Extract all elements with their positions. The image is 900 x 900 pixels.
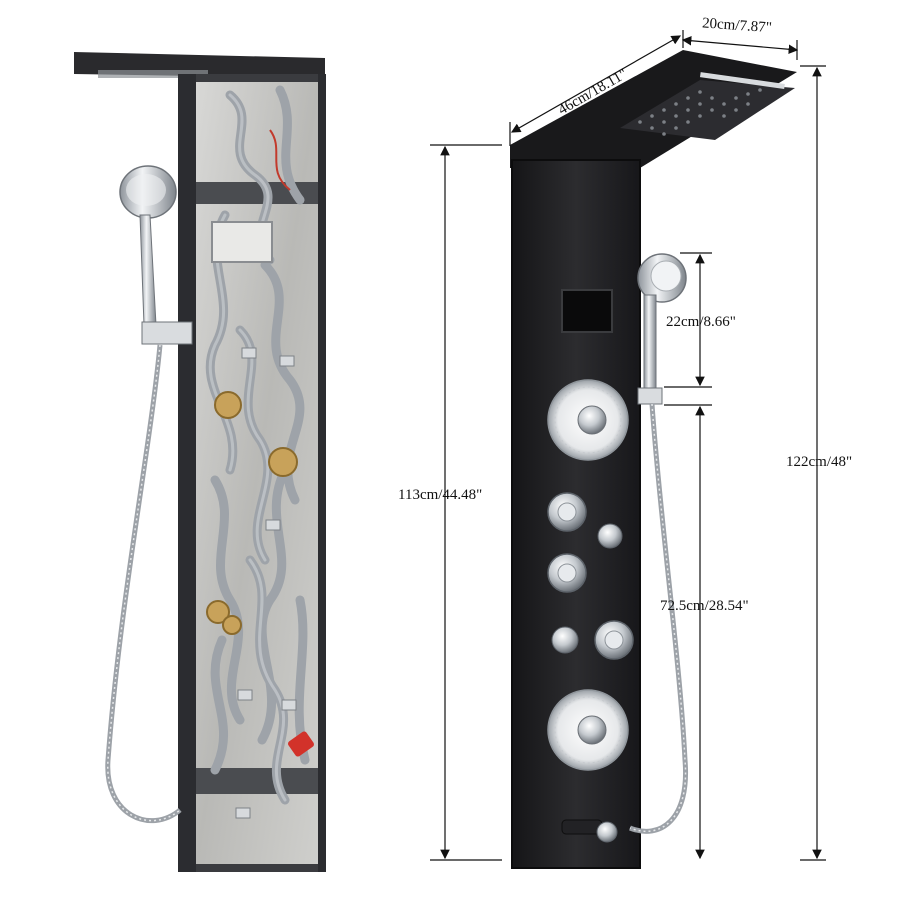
dimension-lines — [430, 30, 826, 861]
label-panel-height: 113cm/44.48" — [398, 487, 482, 503]
lower-massage-jet — [547, 689, 629, 771]
brass-valve-2 — [206, 600, 230, 624]
small-body-jet-2 — [551, 626, 579, 654]
electronics-box — [211, 221, 273, 263]
front-handheld-shower — [629, 253, 689, 834]
temperature-display — [561, 289, 613, 333]
brass-diverter — [268, 447, 298, 477]
small-body-jet-1 — [597, 523, 623, 549]
label-top-width: 20cm/7.87" — [702, 15, 773, 36]
tub-spout — [561, 819, 618, 843]
dim-line-top-width — [681, 35, 799, 55]
brass-valve-1 — [214, 391, 242, 419]
open-panel-internal-view — [74, 52, 326, 872]
front-panel-view — [510, 50, 797, 869]
open-panel-handheld-shower — [105, 165, 193, 824]
label-mount-height: 72.5cm/28.54" — [660, 598, 749, 614]
label-handheld-length: 22cm/8.66" — [666, 314, 736, 330]
upper-massage-jet — [547, 379, 629, 461]
red-shutoff-valve — [288, 731, 314, 757]
label-total-height: 122cm/48" — [786, 454, 852, 470]
control-knobs — [547, 492, 634, 660]
dim-line-top-depth — [510, 35, 682, 133]
